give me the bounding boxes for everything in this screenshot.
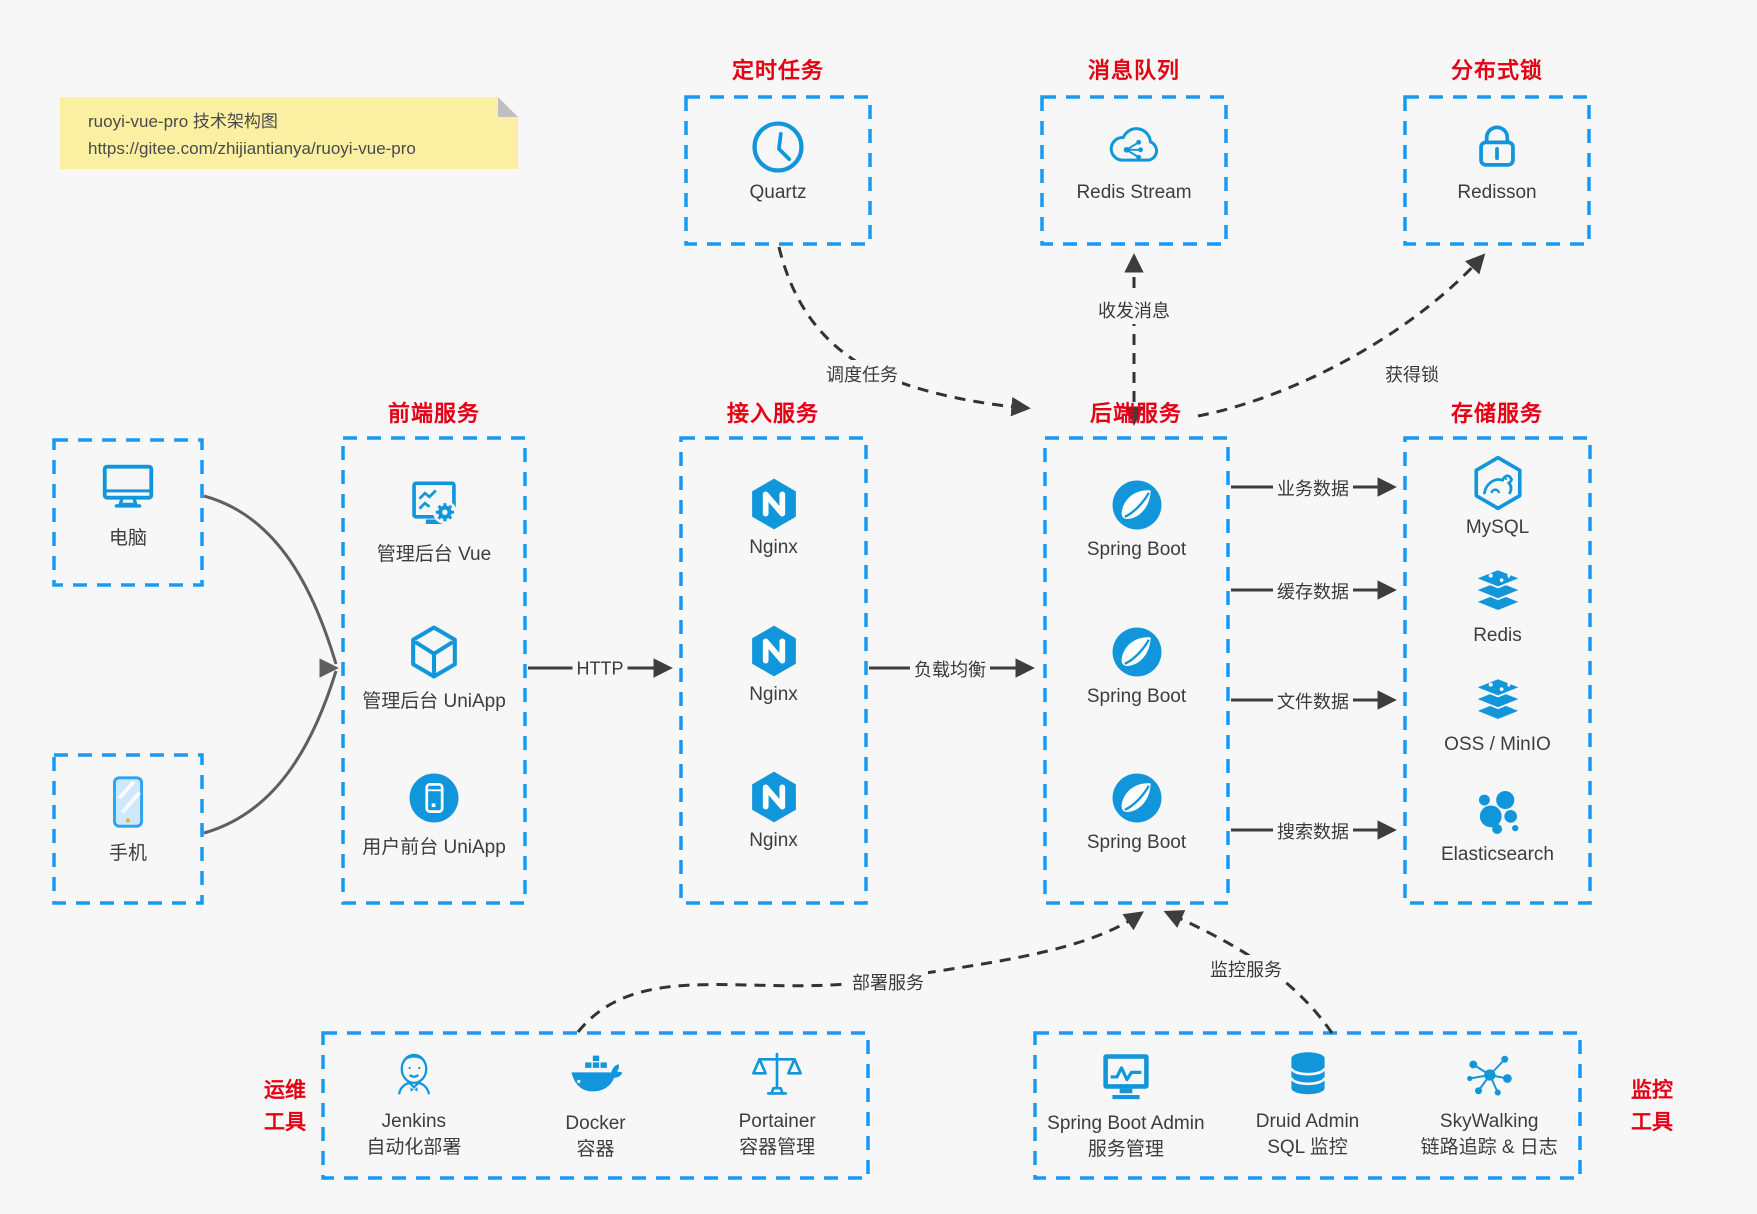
mobile-icon: [97, 771, 159, 833]
note-title: ruoyi-vue-pro 技术架构图: [88, 112, 278, 131]
column-title-access: 接入服务: [726, 401, 820, 426]
edge-label-cache-data: 缓存数据: [1273, 577, 1353, 605]
edge-label-lock: 获得锁: [1381, 360, 1443, 388]
circle-phone-icon: [405, 769, 463, 827]
column-title-storage: 存储服务: [1450, 401, 1544, 426]
frontend-column: 管理后台 Vue 管理后台 UniApp 用户前台 UniApp: [343, 438, 525, 903]
network-nodes-icon: [1461, 1047, 1517, 1103]
column-title-frontend: 前端服务: [387, 401, 481, 426]
edge-label-business-data: 业务数据: [1273, 474, 1353, 502]
monitoring-tools-box: Spring Boot Admin 服务管理 Druid Admin SQL 监…: [1035, 1033, 1580, 1178]
sticky-note: ruoyi-vue-pro 技术架构图 https://gitee.com/zh…: [60, 97, 518, 169]
group-title-message-queue: 消息队列: [1087, 58, 1181, 83]
tool-druid-admin: Druid Admin SQL 监控: [1217, 1033, 1399, 1178]
tool-portainer: Portainer 容器管理: [686, 1033, 868, 1178]
group-title-scheduled-tasks: 定时任务: [731, 58, 825, 83]
client-arrows: [203, 494, 339, 835]
spring-boot-label: Spring Boot: [1086, 539, 1187, 560]
frontend-item-label: 管理后台 UniApp: [362, 691, 506, 712]
quartz-label: Quartz: [749, 182, 807, 203]
elasticsearch-icon: [1469, 781, 1527, 839]
edge-label-schedule: 调度任务: [822, 360, 902, 388]
nginx-label: Nginx: [749, 830, 798, 851]
mobile-label: 手机: [108, 843, 147, 864]
storage-column: MySQL Redis: [1405, 438, 1590, 903]
nginx-label: Nginx: [749, 684, 798, 705]
desktop-icon: [97, 456, 159, 518]
spring-boot-label: Spring Boot: [1086, 832, 1187, 853]
edge-label-file-data: 文件数据: [1273, 687, 1353, 715]
spring-boot-icon: [1108, 769, 1166, 827]
docker-icon: [567, 1047, 625, 1105]
edge-label-deploy: 部署服务: [848, 968, 928, 996]
edge-label-http: HTTP: [572, 657, 628, 681]
redisson-box: Redisson: [1405, 97, 1589, 244]
quartz-box: Quartz: [686, 97, 870, 244]
nginx-icon: [746, 769, 802, 825]
portainer-icon: [749, 1047, 805, 1103]
spring-boot-label: Spring Boot: [1086, 686, 1187, 707]
tool-spring-boot-admin: Spring Boot Admin 服务管理: [1035, 1033, 1217, 1178]
column-title-backend: 后端服务: [1089, 401, 1183, 426]
redis-stream-box: Redis Stream: [1042, 97, 1226, 244]
group-title-distributed-lock: 分布式锁: [1450, 58, 1544, 83]
redis-label: Redis: [1473, 625, 1522, 646]
tool-skywalking: SkyWalking 链路追踪 & 日志: [1398, 1033, 1580, 1178]
mysql-icon: [1469, 454, 1527, 512]
database-icon: [1280, 1047, 1336, 1103]
admin-vue-icon: [405, 476, 463, 534]
pc-label: 电脑: [108, 528, 147, 549]
tool-docker: Docker 容器: [505, 1033, 687, 1178]
redis-stack-icon: [1469, 562, 1527, 620]
spring-boot-icon: [1108, 623, 1166, 681]
access-column: Nginx Nginx Nginx: [681, 438, 866, 903]
ops-tools-box: Jenkins 自动化部署 Docker 容器: [323, 1033, 868, 1178]
nginx-icon: [746, 623, 802, 679]
lock-icon: [1467, 117, 1527, 177]
nginx-label: Nginx: [749, 537, 798, 558]
oss-minio-label: OSS / MinIO: [1444, 734, 1551, 755]
monitor-chart-icon: [1097, 1047, 1155, 1105]
nginx-icon: [746, 476, 802, 532]
tool-jenkins: Jenkins 自动化部署: [323, 1033, 505, 1178]
edge-label-load-balance: 负载均衡: [910, 655, 990, 683]
note-folded-corner: [498, 97, 518, 117]
frontend-item-label: 管理后台 Vue: [376, 544, 492, 565]
cube-icon: [405, 623, 463, 681]
cloud-stream-icon: [1104, 117, 1164, 177]
mysql-label: MySQL: [1465, 517, 1530, 538]
backend-column: Spring Boot Spring Boot Spring Boot: [1045, 438, 1228, 903]
jenkins-icon: [386, 1047, 442, 1103]
oss-stack-icon: [1469, 671, 1527, 729]
elasticsearch-label: Elasticsearch: [1441, 844, 1554, 865]
edge-label-monitor: 监控服务: [1206, 955, 1286, 983]
monitoring-tools-group-label: 监控 工具: [1631, 1079, 1673, 1134]
note-url: https://gitee.com/zhijiantianya/ruoyi-vu…: [88, 139, 416, 159]
pc-client-box: 电脑: [54, 440, 202, 585]
redisson-label: Redisson: [1457, 182, 1537, 203]
redis-stream-label: Redis Stream: [1076, 182, 1192, 203]
frontend-item-label: 用户前台 UniApp: [362, 837, 506, 858]
spring-boot-icon: [1108, 476, 1166, 534]
ops-tools-group-label: 运维 工具: [264, 1079, 306, 1134]
clock-icon: [748, 117, 808, 177]
mobile-client-box: 手机: [54, 755, 202, 903]
edge-label-messaging: 收发消息: [1094, 296, 1174, 324]
edge-label-search-data: 搜索数据: [1273, 817, 1353, 845]
